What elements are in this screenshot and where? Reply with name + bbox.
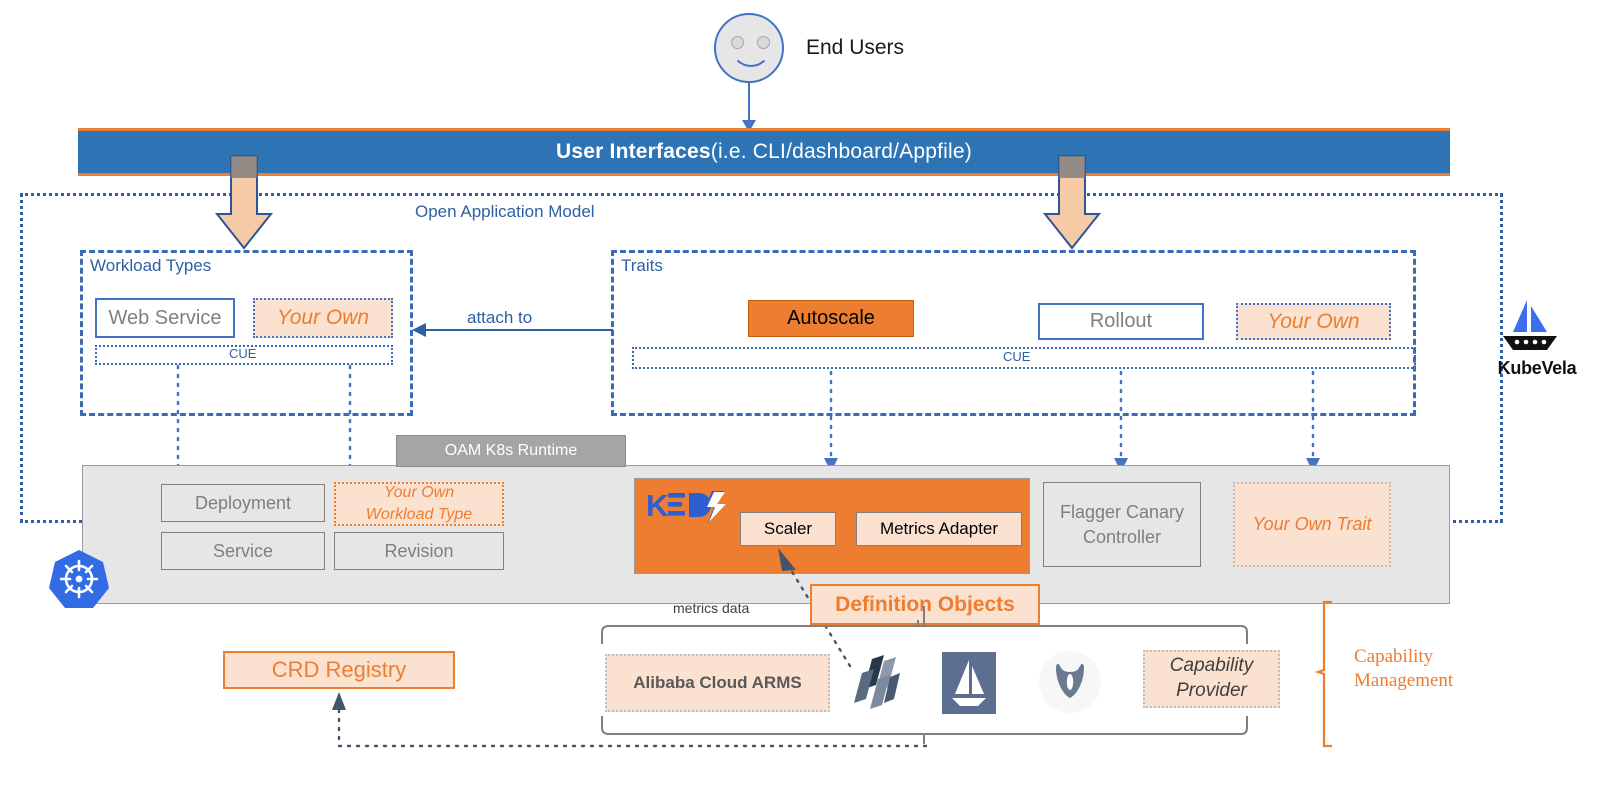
your-own-workload-line1: Your Own (383, 484, 455, 502)
your-own-workload-line2: Workload Type (365, 506, 473, 523)
traits-title: Traits (621, 256, 663, 275)
workload-types-title: Workload Types (90, 256, 212, 275)
user-interfaces-strong: User Interfaces (556, 140, 711, 163)
open-application-model-label: Open Application Model (415, 202, 595, 221)
providers-to-crd-connector (332, 692, 928, 748)
user-interfaces-rest: (i.e. CLI/dashboard/Appfile) (710, 140, 972, 163)
kubevela-sailboat-icon (1503, 300, 1557, 350)
runtime-your-own-trait-box[interactable]: Your Own Trait (1233, 482, 1391, 567)
capability-management-line1: Capability (1354, 646, 1434, 667)
traits-cue-strip (632, 347, 1416, 369)
workload-cue-strip (95, 345, 393, 365)
kubernetes-icon (49, 550, 109, 608)
capability-management-bracket (1314, 600, 1332, 748)
capability-management-line2: Management (1354, 669, 1454, 691)
flagger-canary-controller-box[interactable]: Flagger Canary Controller (1043, 482, 1201, 567)
istio-sailboat-icon (942, 652, 996, 714)
trait-autoscale-box[interactable]: Autoscale (748, 300, 914, 337)
flagger-line2: Controller (1082, 526, 1162, 547)
vault-icon (1039, 651, 1101, 713)
metrics-data-connector (778, 548, 852, 668)
trait-your-own-box[interactable]: Your Own (1236, 303, 1391, 340)
capability-provider-line2: Provider (1176, 680, 1247, 701)
attach-to-arrow (412, 323, 613, 337)
capability-management-label: Capability Management (1354, 645, 1534, 693)
workload-web-service-box[interactable]: Web Service (95, 298, 235, 338)
capability-provider-line1: Capability (1169, 655, 1254, 677)
svg-text:K: K (646, 488, 669, 523)
user-interfaces-bar[interactable]: User Interfaces (i.e. CLI/dashboard/Appf… (78, 128, 1450, 176)
end-user-avatar-icon (714, 13, 784, 83)
metrics-data-label: metrics data (673, 600, 750, 616)
crd-registry-box[interactable]: CRD Registry (223, 651, 455, 689)
traits-cue-label: CUE (1003, 349, 1031, 364)
workload-your-own-box[interactable]: Your Own (253, 298, 393, 338)
attach-to-label: attach to (467, 308, 533, 327)
keda-scaler-box[interactable]: Scaler (740, 512, 836, 546)
runtime-revision-box[interactable]: Revision (334, 532, 504, 570)
keda-metrics-adapter-box[interactable]: Metrics Adapter (856, 512, 1022, 546)
end-users-label: End Users (806, 36, 905, 59)
providers-bottom-bracket (601, 716, 1248, 744)
providers-top-bracket (601, 606, 1248, 644)
traits-group (611, 250, 1416, 416)
runtime-deployment-box[interactable]: Deployment (161, 484, 325, 522)
provider-capability-provider[interactable]: Capability Provider (1143, 650, 1280, 708)
flagger-line1: Flagger Canary (1059, 502, 1185, 523)
ui-to-workload-arrow (214, 155, 274, 250)
workload-types-group (80, 250, 413, 416)
oam-k8s-runtime-tag: OAM K8s Runtime (396, 435, 626, 467)
provider-alibaba-cloud-arms[interactable]: Alibaba Cloud ARMS (605, 654, 830, 712)
kubevela-label: KubeVela (1497, 358, 1577, 378)
trait-rollout-box[interactable]: Rollout (1038, 303, 1204, 340)
end-user-to-ui-arrow (742, 82, 756, 132)
runtime-your-own-workload-box[interactable]: Your Own Workload Type (334, 482, 504, 526)
runtime-service-box[interactable]: Service (161, 532, 325, 570)
keda-logo: K (646, 488, 726, 523)
ui-to-traits-arrow (1042, 155, 1102, 250)
workload-cue-label: CUE (229, 346, 257, 361)
helm-icon (854, 655, 900, 709)
